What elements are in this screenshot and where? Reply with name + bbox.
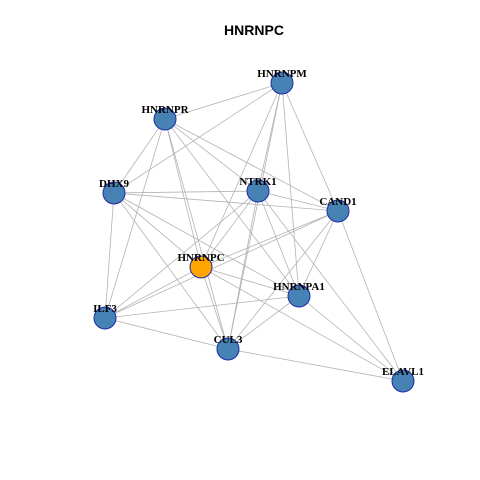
edge-hnrnpc-cul3 — [200, 266, 229, 350]
edge-layer — [104, 82, 404, 382]
edge-dhx9-hnrnpa1 — [113, 192, 300, 297]
edge-hnrnpr-cul3 — [164, 118, 229, 350]
edge-ntrk1-hnrnpc — [200, 190, 259, 268]
edge-hnrnpm-dhx9 — [113, 82, 283, 194]
edge-cand1-hnrnpc — [200, 210, 339, 268]
edge-cand1-hnrnpa1 — [298, 210, 339, 297]
edge-dhx9-hnrnpc — [113, 192, 202, 268]
edge-hnrnpc-ilf3 — [104, 266, 202, 319]
edge-hnrnpm-hnrnpa1 — [281, 82, 300, 297]
edge-dhx9-cand1 — [113, 192, 339, 212]
node-cul3 — [216, 337, 240, 361]
edge-cand1-elavl1 — [337, 210, 404, 382]
node-label-ilf3: ILF3 — [93, 303, 117, 315]
node-label-hnrnpc: HNRNPC — [177, 252, 224, 264]
edge-hnrnpa1-ilf3 — [104, 295, 300, 319]
edge-hnrnpc-elavl1 — [200, 266, 404, 382]
node-label-ntrk1: NTRK1 — [239, 176, 276, 188]
edge-hnrnpm-cul3 — [227, 82, 283, 350]
edge-hnrnpa1-elavl1 — [298, 295, 404, 382]
node-label-cand1: CAND1 — [319, 196, 356, 208]
node-hnrnpm — [270, 71, 294, 95]
edge-hnrnpr-ntrk1 — [164, 118, 259, 192]
node-label-dhx9: DHX9 — [99, 178, 129, 190]
edge-ntrk1-cul3 — [227, 190, 259, 350]
edge-hnrnpm-cand1 — [281, 82, 339, 212]
node-hnrnpr — [153, 107, 177, 131]
edge-hnrnpr-ilf3 — [104, 118, 166, 319]
edge-dhx9-ntrk1 — [113, 190, 259, 194]
node-hnrnpc — [189, 255, 213, 279]
node-dhx9 — [102, 181, 126, 205]
edge-hnrnpc-hnrnpa1 — [200, 266, 300, 297]
node-label-hnrnpm: HNRNPM — [257, 68, 307, 80]
edge-cul3-elavl1 — [227, 348, 404, 382]
node-layer — [93, 71, 415, 393]
edge-ntrk1-elavl1 — [257, 190, 404, 382]
edge-cand1-cul3 — [227, 210, 339, 350]
edge-hnrnpm-hnrnpr — [164, 82, 283, 120]
edge-cand1-ilf3 — [104, 210, 339, 319]
edge-dhx9-cul3 — [113, 192, 229, 350]
node-label-hnrnpa1: HNRNPA1 — [273, 281, 325, 293]
edge-hnrnpa1-cul3 — [227, 295, 300, 350]
node-label-cul3: CUL3 — [214, 334, 243, 346]
edge-hnrnpr-dhx9 — [113, 118, 166, 194]
node-hnrnpa1 — [287, 284, 311, 308]
edge-ntrk1-ilf3 — [104, 190, 259, 319]
node-label-hnrnpr: HNRNPR — [141, 104, 189, 116]
edge-dhx9-ilf3 — [104, 192, 115, 319]
node-ntrk1 — [246, 179, 270, 203]
edge-ntrk1-hnrnpa1 — [257, 190, 300, 297]
edge-hnrnpm-hnrnpc — [200, 82, 283, 268]
node-ilf3 — [93, 306, 117, 330]
edge-ilf3-cul3 — [104, 317, 229, 350]
node-elavl1 — [391, 369, 415, 393]
edge-hnrnpr-cand1 — [164, 118, 339, 212]
node-label-elavl1: ELAVL1 — [382, 366, 424, 378]
edge-ntrk1-cand1 — [257, 190, 339, 212]
edge-hnrnpr-hnrnpc — [164, 118, 202, 268]
edge-hnrnpr-hnrnpa1 — [164, 118, 300, 297]
diagram-title: HNRNPC — [224, 22, 284, 38]
node-cand1 — [326, 199, 350, 223]
